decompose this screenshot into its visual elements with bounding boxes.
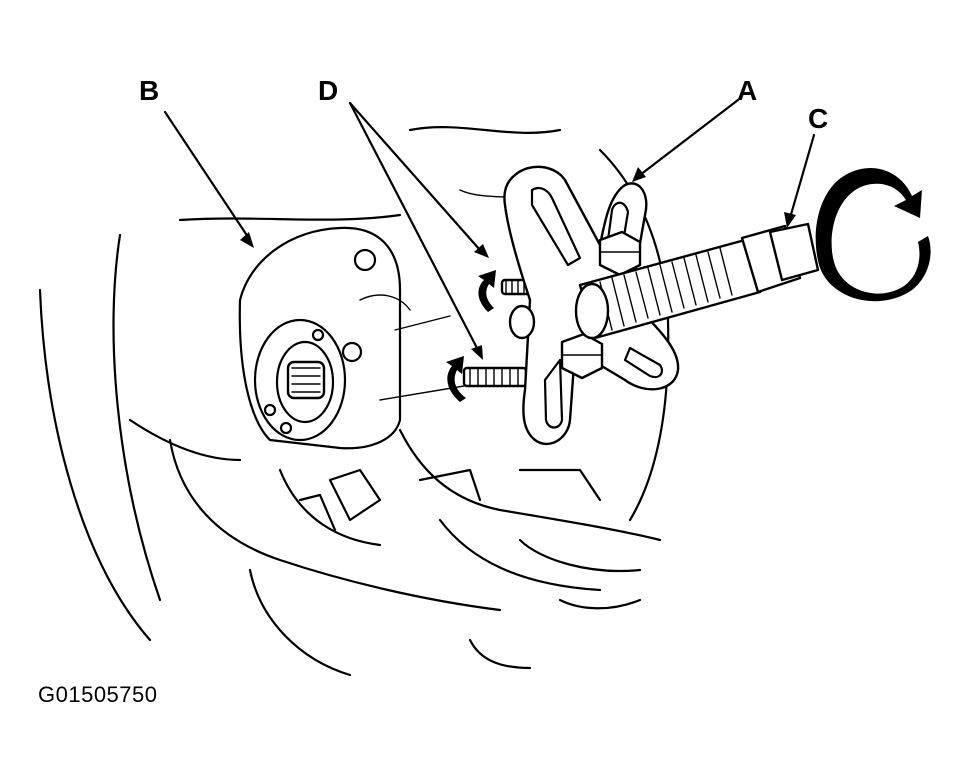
callout-b: B	[139, 75, 159, 106]
callout-a: A	[737, 75, 757, 106]
stud-rotate-arrow-lower	[446, 356, 466, 402]
cover-housing	[238, 226, 402, 450]
spacer-middle	[508, 304, 536, 340]
stud-upper	[500, 278, 532, 296]
nut-lower	[560, 332, 604, 380]
stud-rotate-arrow-upper	[478, 270, 496, 312]
nut-upper	[598, 230, 642, 277]
callout-c: C	[808, 103, 828, 134]
callout-d: D	[318, 75, 338, 106]
stud-lower	[462, 366, 528, 388]
shaft-end	[253, 318, 347, 442]
rotation-arrow	[815, 168, 931, 302]
forcing-screw	[574, 222, 820, 340]
leader-lines	[163, 98, 816, 360]
figure-code: G01505750	[38, 682, 158, 707]
